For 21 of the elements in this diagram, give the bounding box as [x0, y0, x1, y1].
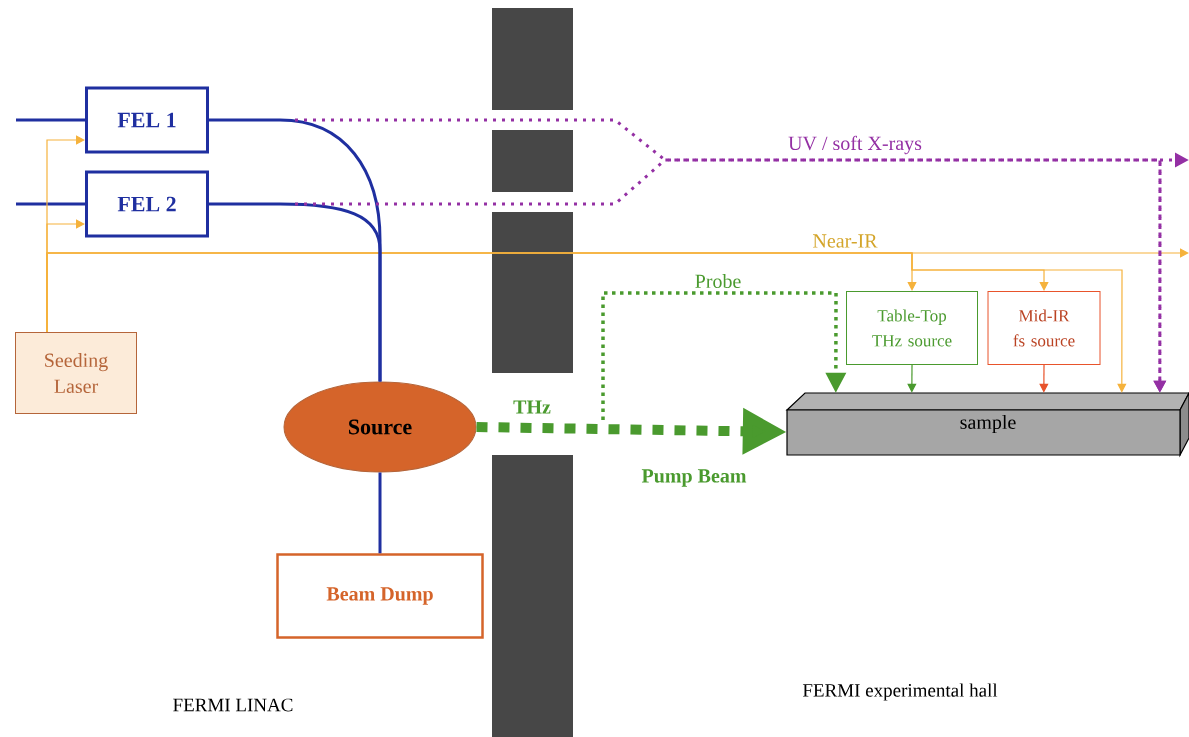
fel-box: FEL 2: [85, 170, 209, 238]
source-box: Mid-IR fs source: [987, 291, 1101, 365]
edge-label: Probe: [695, 273, 741, 289]
area-label: FERMI LINAC: [173, 698, 293, 712]
beam-line: [907, 364, 917, 393]
beam-line: [601, 291, 847, 420]
edge-label: Pump Beam: [641, 469, 747, 487]
area-label: FERMI experimental hall: [802, 683, 998, 701]
beam-label: THz: [513, 400, 551, 414]
laser-box: Seeding Laser: [15, 332, 137, 414]
beam-dump-box: Beam Dump: [276, 553, 484, 639]
beam-pipe: [16, 118, 85, 122]
beam-pipe: [378, 472, 382, 554]
edge-label: Near-IR: [813, 234, 878, 248]
beam-line: [1039, 364, 1049, 393]
beam-line: [46, 252, 1127, 393]
fel-box: FEL 1: [85, 86, 209, 154]
source-box: Table-Top THz source: [846, 291, 978, 365]
beam-pipe: [209, 202, 382, 382]
edge-label: UV / soft X-rays: [788, 135, 922, 155]
beam-pipe: [16, 202, 85, 206]
